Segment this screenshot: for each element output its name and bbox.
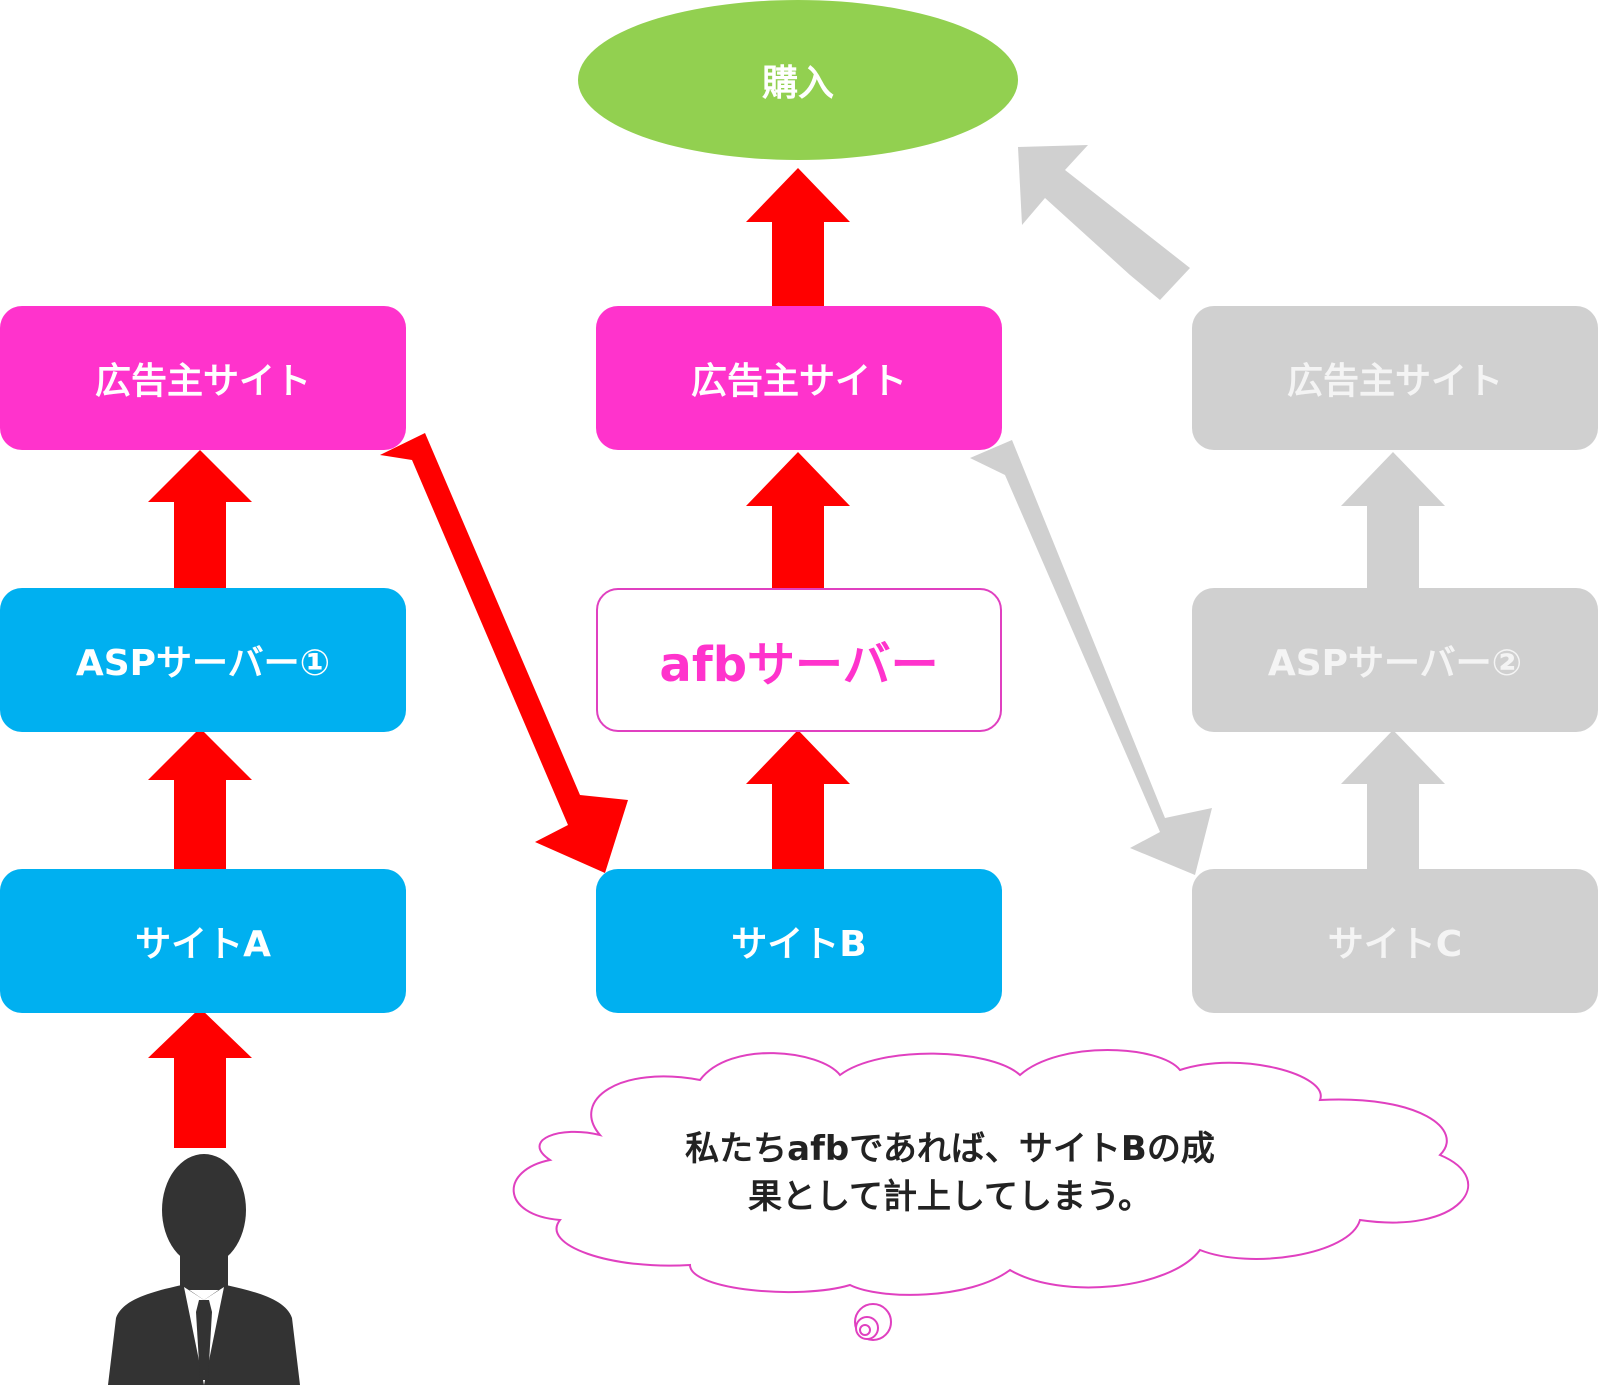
thought-cloud-outline <box>512 1049 1470 1296</box>
asp-server-1: ASPサーバー① <box>0 588 406 732</box>
site-a: サイトA <box>0 869 406 1013</box>
arrow-site-a-to-asp1 <box>148 728 252 872</box>
advertiser-site-b: 広告主サイト <box>596 306 1002 450</box>
site-c-label: サイトC <box>1327 924 1463 965</box>
afb-server: afbサーバー <box>596 588 1002 732</box>
arrow-advertiser-a-to-site-b <box>380 433 628 873</box>
advertiser-site-a-label: 広告主サイト <box>94 361 311 402</box>
afb-server-label: afbサーバー <box>659 637 939 693</box>
arrow-site-c-to-asp2 <box>1341 730 1445 872</box>
asp-server-2: ASPサーバー② <box>1192 588 1598 732</box>
arrow-advertiser-b-to-purchase <box>746 168 850 306</box>
arrow-asp1-to-advertiser-a <box>148 450 252 592</box>
arrow-asp2-to-advertiser-c <box>1341 452 1445 592</box>
thought-cloud-text: 私たちafbであれば、サイトBの成 果として計上してしまう。 <box>640 1125 1260 1221</box>
advertiser-site-c: 広告主サイト <box>1192 306 1598 450</box>
advertiser-site-b-label: 広告主サイト <box>690 361 907 402</box>
arrow-afb-to-advertiser-b <box>746 452 850 592</box>
site-a-label: サイトA <box>135 924 271 965</box>
arrow-user-to-site-a <box>148 1008 252 1148</box>
site-b-label: サイトB <box>731 924 867 965</box>
advertiser-site-c-label: 広告主サイト <box>1286 361 1503 402</box>
asp-server-2-label: ASPサーバー② <box>1267 643 1523 684</box>
callout-line-2: 果として計上してしまう。 <box>748 1177 1152 1217</box>
advertiser-site-a: 広告主サイト <box>0 306 406 450</box>
arrow-advertiser-b-to-site-c <box>970 440 1212 875</box>
arrow-site-b-to-afb <box>746 730 850 872</box>
arrow-advertiser-c-to-purchase <box>1018 145 1190 300</box>
thought-bubble-small <box>859 1324 871 1336</box>
asp-server-1-label: ASPサーバー① <box>75 643 331 684</box>
purchase-node: 購入 <box>578 0 1018 160</box>
purchase-label: 購入 <box>761 63 834 104</box>
callout-line-1: 私たちafbであれば、サイトBの成 <box>685 1129 1215 1169</box>
site-c: サイトC <box>1192 869 1598 1013</box>
site-b: サイトB <box>596 869 1002 1013</box>
businessman-silhouette-icon <box>108 1154 300 1385</box>
